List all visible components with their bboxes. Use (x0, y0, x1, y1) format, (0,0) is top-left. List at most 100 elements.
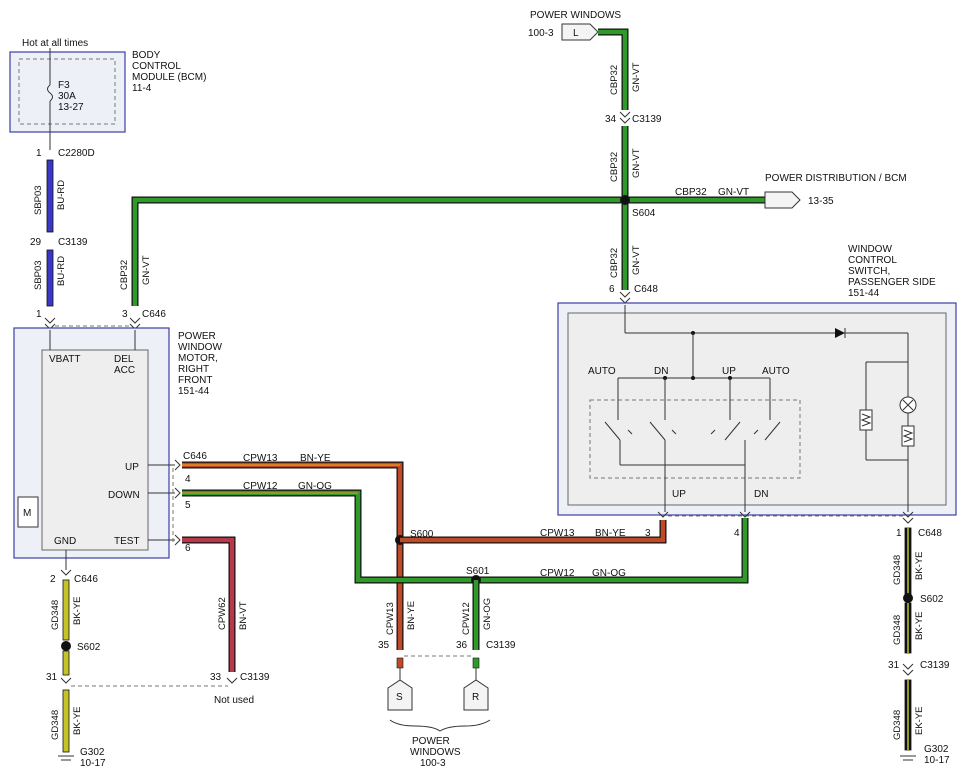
pin-35-label: 35 (378, 640, 390, 651)
switch-up-output-label: UP (672, 489, 686, 500)
pin-6-label: 6 (185, 543, 191, 554)
connector-4-sw-icon (739, 511, 751, 518)
wire-bk-ye-label-2: BK-YE (72, 706, 83, 735)
wire-cpw12-label: CPW12 (243, 481, 278, 492)
connector-34b-icon (619, 117, 631, 124)
connector-2-icon (60, 569, 72, 576)
switch-inner-box (567, 312, 947, 506)
c646-label-b: C646 (183, 451, 207, 462)
motor-icon (17, 496, 39, 528)
pwm-title-1: POWER (178, 331, 216, 342)
wire-cpw13-label: CPW13 (243, 453, 278, 464)
connector-pd-icon (764, 191, 801, 209)
connector-6-top-b-icon (619, 297, 631, 304)
switch-contacts-icon (604, 421, 781, 441)
wcs-title-4: PASSENGER SIDE (848, 277, 936, 288)
wire-gd348-label-3: GD348 (892, 555, 903, 585)
wire-cbp32-label-lower: CBP32 (609, 248, 620, 278)
s602-splice-right (903, 593, 913, 603)
lamp-cross (902, 399, 914, 411)
pwm-title-2: WINDOW (178, 342, 222, 353)
c3139-label-c: C3139 (486, 640, 516, 651)
s604-splice (620, 195, 630, 205)
s602-label-right: S602 (920, 594, 944, 605)
c2280d-label: C2280D (58, 148, 95, 159)
diode-icon (835, 328, 845, 338)
connector-5-icon (174, 487, 181, 499)
wire-cbp32-top (598, 29, 628, 110)
switch-dn-output-label: DN (754, 489, 768, 500)
wcs-title-3: SWITCH, (848, 266, 890, 277)
g302-ref-right: 10-17 (924, 755, 950, 766)
bcm-title-4: 11-4 (132, 83, 152, 94)
c3139-label-a: C3139 (58, 237, 88, 248)
pwm-title-3: MOTOR, (178, 353, 218, 364)
connector-6-icon (174, 534, 181, 546)
wire-cpw13-label-right: CPW13 (540, 528, 575, 539)
hot-label: Hot at all times (22, 38, 88, 49)
g302-ref-left: 10-17 (80, 758, 106, 769)
auto-label-left: AUTO (588, 366, 616, 377)
wire-bn-ye-label: BN-YE (300, 453, 331, 464)
c646-label-c: C646 (74, 574, 98, 585)
c3139-label-e: C3139 (920, 660, 950, 671)
pin-4-label: 4 (185, 474, 191, 485)
wire-cpw12-label-right: CPW12 (540, 568, 575, 579)
wire-gd348-left-upper (62, 579, 70, 641)
wire-gn-vt-label-left: GN-VT (141, 255, 152, 285)
pw-top-label: POWER WINDOWS (530, 10, 621, 21)
connector-31-right-icon (902, 663, 914, 670)
gnd-label: GND (54, 536, 76, 547)
wire-gd348-left-mid (62, 650, 70, 676)
resistor-left-zigzag (860, 413, 872, 427)
wire-gd348-label-2: GD348 (50, 710, 61, 740)
pwm-title-6: 151-44 (178, 386, 210, 397)
connector-s-label: S (396, 692, 403, 703)
pin-31-label-left: 31 (46, 672, 58, 683)
wire-cbp32-label-left: CBP32 (119, 260, 130, 290)
wire-bn-vt-label: BN-VT (238, 601, 249, 630)
c3139-pin-29: 29 (30, 237, 42, 248)
wire-bn-ye-label-down: BN-YE (406, 601, 417, 630)
switch-contacts-dash (589, 399, 801, 479)
down-label: DOWN (108, 490, 140, 501)
wire-gn-vt-label-right: GN-VT (718, 187, 749, 198)
s602-label-left: S602 (77, 642, 101, 653)
wire-gn-vt-label-top: GN-VT (631, 62, 642, 92)
wire-gn-vt-label-lower: GN-VT (631, 245, 642, 275)
connector-s-icon (387, 679, 413, 711)
wire-cpw62 (182, 537, 235, 672)
g302-label-left: G302 (80, 747, 105, 758)
c2280d-pin: 1 (36, 148, 42, 159)
wire-cpw13-label-down: CPW13 (385, 602, 396, 635)
wire-cbp32-label-right: CBP32 (675, 187, 707, 198)
pin-5-label: 5 (185, 500, 191, 511)
wire-cpw12-stub (472, 657, 480, 669)
pw-bottom-3: 100-3 (420, 758, 446, 769)
ref-13-35-label: 13-35 (808, 196, 834, 207)
pin-36-label: 36 (456, 640, 468, 651)
wire-gn-og-label-right: GN-OG (592, 568, 626, 579)
dn-label: DN (654, 366, 668, 377)
connector-3-icon (129, 317, 141, 324)
pw-bottom-1: POWER (412, 736, 450, 747)
wire-bn-ye-label-right: BN-YE (595, 528, 626, 539)
c648-label-b: C648 (918, 528, 942, 539)
c3139-label-b: C3139 (240, 672, 270, 683)
pin-34-label: 34 (605, 114, 617, 125)
wire-gn-og-label-down: GN-OG (482, 598, 493, 630)
up-label: UP (125, 462, 139, 473)
connector-31-left-icon (60, 677, 72, 684)
pin-1-right-label: 1 (896, 528, 902, 539)
test-label: TEST (114, 536, 140, 547)
wcs-title-2: CONTROL (848, 255, 897, 266)
connector-l-label: L (573, 28, 579, 39)
wire-sbp03-upper (46, 159, 54, 233)
connector-33-icon (226, 677, 238, 684)
wire-gd348-left-lower (62, 689, 70, 753)
switch-up-label: UP (722, 366, 736, 377)
junction-3 (691, 376, 695, 380)
pin-31-label-right: 31 (888, 660, 900, 671)
wire-bu-rd-label-1: BU-RD (56, 180, 67, 210)
c648-label-a: C648 (634, 284, 658, 295)
